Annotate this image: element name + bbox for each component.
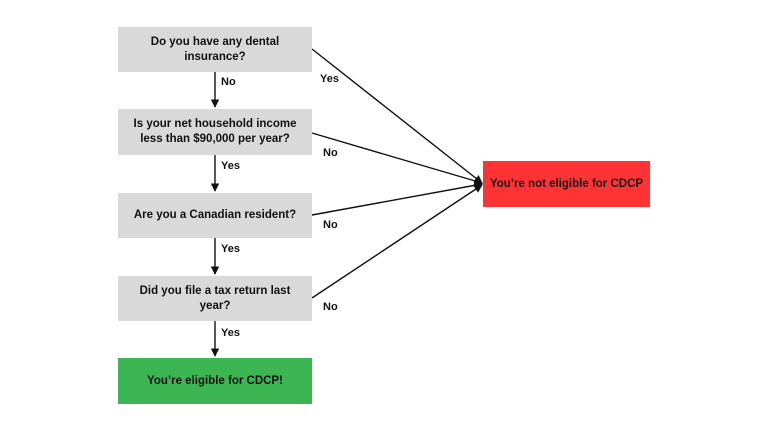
outcome-not-eligible: You’re not eligible for CDCP: [483, 161, 650, 207]
arrow-q4-to-not-eligible: [311, 184, 483, 299]
edge-label-q2-no: No: [323, 147, 338, 159]
arrow-q3-to-not-eligible: [311, 181, 483, 216]
question-tax-return: Did you file a tax return last year?: [118, 276, 312, 321]
edge-label-q3-yes: Yes: [221, 243, 240, 255]
edge-label-q1-yes: Yes: [320, 73, 339, 85]
outcome-eligible: You’re eligible for CDCP!: [118, 358, 312, 404]
question-dental-insurance: Do you have any dental insurance?: [118, 27, 312, 72]
arrow-q2-to-not-eligible: [311, 132, 483, 185]
question-canadian-resident: Are you a Canadian resident?: [118, 193, 312, 238]
edge-label-q3-no: No: [323, 219, 338, 231]
edge-label-q2-yes: Yes: [221, 160, 240, 172]
arrow-q1-to-not-eligible: [311, 48, 483, 184]
question-household-income: Is your net household income less than $…: [118, 109, 312, 155]
edge-label-q4-no: No: [323, 301, 338, 313]
edge-label-q4-yes: Yes: [221, 327, 240, 339]
edge-label-q1-no: No: [221, 76, 236, 88]
